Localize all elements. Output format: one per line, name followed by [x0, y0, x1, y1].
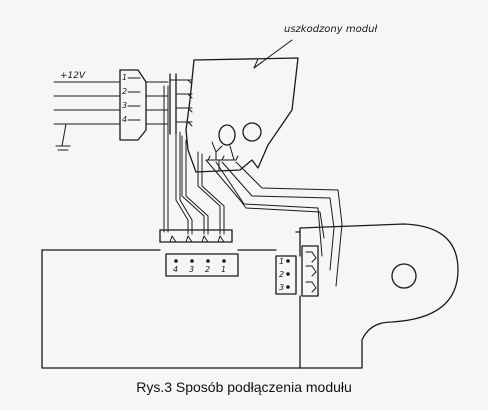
module-to-right-wires — [205, 159, 343, 287]
mid-pin-4: 4 — [173, 265, 178, 274]
mid-pin-3: 3 — [189, 265, 194, 274]
damaged-module: uszkodzony moduł — [185, 24, 378, 173]
component-circle — [242, 122, 262, 142]
right-pin-1: 1 — [279, 257, 284, 266]
module-to-mid-wires — [163, 85, 225, 235]
mid-pin-1: 1 — [221, 265, 226, 274]
component-ellipse — [218, 124, 236, 146]
left-connector: +12V 1 2 3 4 — [53, 69, 169, 151]
right-connector: 1 2 3 — [275, 245, 319, 297]
mid-socket — [165, 253, 239, 277]
right-pin-3: 3 — [279, 283, 284, 292]
module-input-connector — [169, 73, 193, 135]
supply-label: +12V — [60, 71, 86, 81]
left-pin-2: 2 — [122, 87, 127, 96]
left-connector-body — [119, 69, 147, 141]
mid-connector: 4 3 2 1 — [159, 229, 239, 277]
figure-caption: Rys.3 Sposób podłączenia modułu — [136, 379, 352, 395]
mounting-hole — [391, 263, 417, 289]
mid-pin-2: 2 — [205, 265, 210, 274]
left-pin-4: 4 — [122, 115, 127, 124]
right-pin-2: 2 — [279, 270, 284, 279]
main-board — [41, 223, 459, 369]
module-label: uszkodzony moduł — [284, 24, 378, 35]
left-pin-1: 1 — [122, 73, 127, 82]
left-pin-3: 3 — [122, 101, 127, 110]
